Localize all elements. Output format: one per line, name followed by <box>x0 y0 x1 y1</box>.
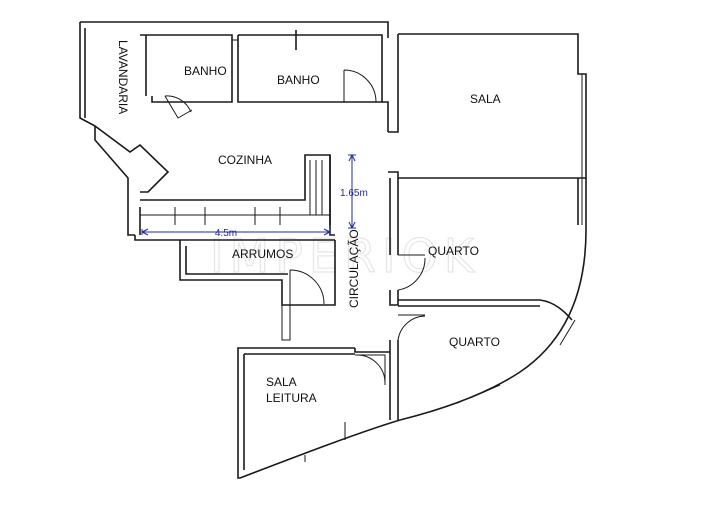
doors <box>164 69 426 385</box>
door-sala-leitura <box>355 354 386 385</box>
door-banho-2 <box>343 69 377 103</box>
partition-walls <box>244 171 578 462</box>
room-label-quarto-1: QUARTO <box>428 244 479 258</box>
door-quarto-2 <box>397 314 426 341</box>
room-label-cozinha: COZINHA <box>218 153 272 167</box>
door-banho-1 <box>164 95 193 119</box>
room-label-sala: SALA <box>470 92 501 106</box>
dimension-width: 4.5m <box>141 228 331 239</box>
room-label-banho-1: BANHO <box>184 64 227 78</box>
room-label-sala-leitura-line2: LEITURA <box>266 391 317 405</box>
room-label-arrumos: ARRUMOS <box>232 247 293 261</box>
door-arrumos <box>289 269 325 305</box>
windows <box>429 74 583 413</box>
room-labels: LAVANDARIA BANHO BANHO SALA COZINHA ARRU… <box>116 40 501 405</box>
bathroom-walls <box>140 30 389 132</box>
door-quarto-1 <box>397 254 426 291</box>
room-label-circulacao: CIRCULAÇÃO <box>347 229 361 308</box>
room-label-banho-2: BANHO <box>277 73 320 87</box>
width-dimension-label: 4.5m <box>215 228 237 239</box>
room-label-lavandaria: LAVANDARIA <box>116 40 130 114</box>
arrumos-walls <box>179 240 336 341</box>
height-dimension-label: 1.65m <box>340 188 368 199</box>
room-label-quarto-2: QUARTO <box>449 335 500 349</box>
dimension-height: 1.65m <box>340 154 368 229</box>
room-label-sala-leitura-line1: SALA <box>266 375 297 389</box>
